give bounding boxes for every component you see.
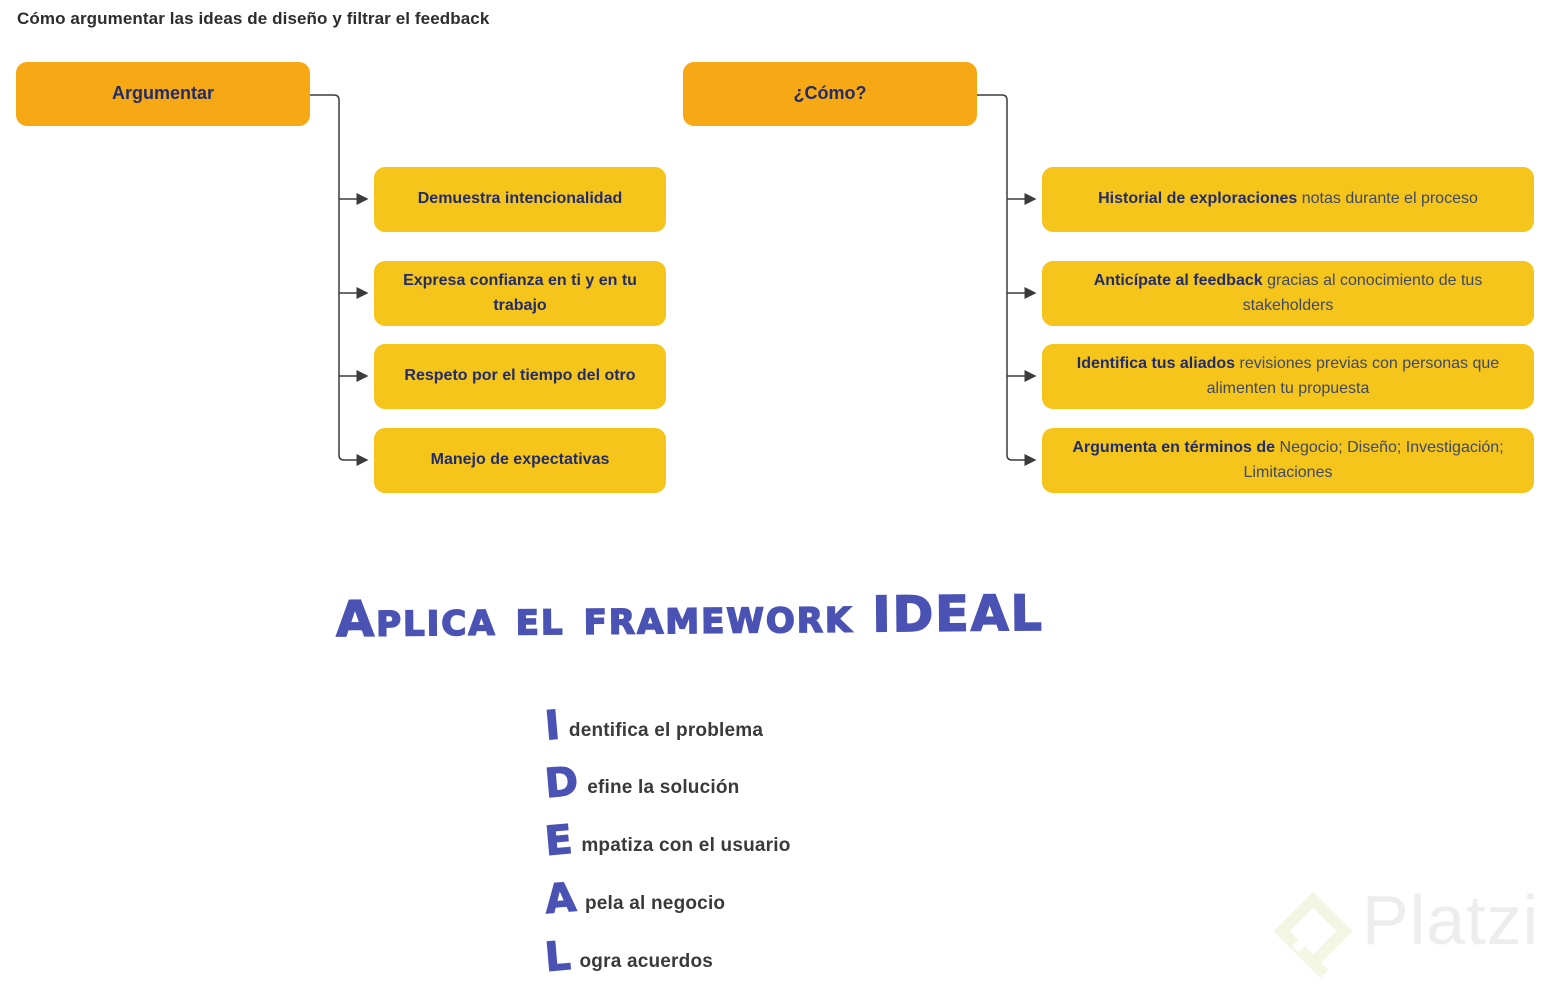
node-identifica-aliados: Identifica tus aliados revisiones previa… [1042,344,1534,409]
ideal-item-identifica: I dentifica el problema [542,702,764,750]
node-label: Argumentar [111,83,214,104]
ideal-item-text: efine la solución [587,776,740,798]
node-argumenta-terminos: Argumenta en términos de Negocio; Diseño… [1042,428,1534,493]
node-label: Anticípate al feedback gracias al conoci… [1093,271,1483,314]
node-anticipate-feedback: Anticípate al feedback gracias al conoci… [1042,261,1534,326]
node-como-root: ¿Cómo? [683,62,977,126]
ideal-item-define: D efine la solución [542,758,740,808]
node-expresa-confianza: Expresa confianza en ti y en tu trabajo [374,261,666,326]
node-historial-exploraciones: Historial de exploraciones notas durante… [1042,167,1534,232]
ideal-item-text: dentifica el problema [568,719,764,741]
node-label: Respeto por el tiempo del otro [404,367,636,385]
ideal-item-text: pela al negocio [584,892,726,914]
node-demuestra-intencionalidad: Demuestra intencionalidad [374,167,666,232]
ideal-framework-heading: Aplica el framework IDEAL [335,584,1045,649]
ideal-item-text: mpatiza con el usuario [581,834,791,856]
ideal-letter-l: L [542,932,573,982]
platzi-diamond-icon [1273,891,1353,979]
platzi-wordmark: Platzi [1362,881,1540,959]
page-title: Cómo argumentar las ideas de diseño y fi… [17,9,490,28]
ideal-item-empatiza: E mpatiza con el usuario [542,816,791,866]
node-label: Expresa confianza en ti y en tu trabajo [403,271,637,314]
node-respeto-tiempo: Respeto por el tiempo del otro [374,344,666,409]
ideal-item-text: ogra acuerdos [579,950,714,972]
node-label: ¿Cómo? [793,83,867,104]
node-label: Demuestra intencionalidad [417,190,623,208]
node-label: Manejo de expectativas [430,451,610,469]
node-argumentar-root: Argumentar [16,62,310,126]
node-label: Historial de exploraciones notas durante… [1098,190,1478,208]
node-label: Identifica tus aliados revisiones previa… [1076,354,1500,397]
ideal-letter-a: A [542,874,578,924]
ideal-letter-d: D [542,758,581,808]
ideal-item-apela: A pela al negocio [542,874,726,924]
ideal-item-logra: L ogra acuerdos [542,932,714,982]
node-manejo-expectativas: Manejo de expectativas [374,428,666,493]
ideal-letter-i: I [542,702,562,750]
ideal-letter-e: E [542,816,575,866]
node-label: Argumenta en términos de Negocio; Diseño… [1072,438,1504,481]
